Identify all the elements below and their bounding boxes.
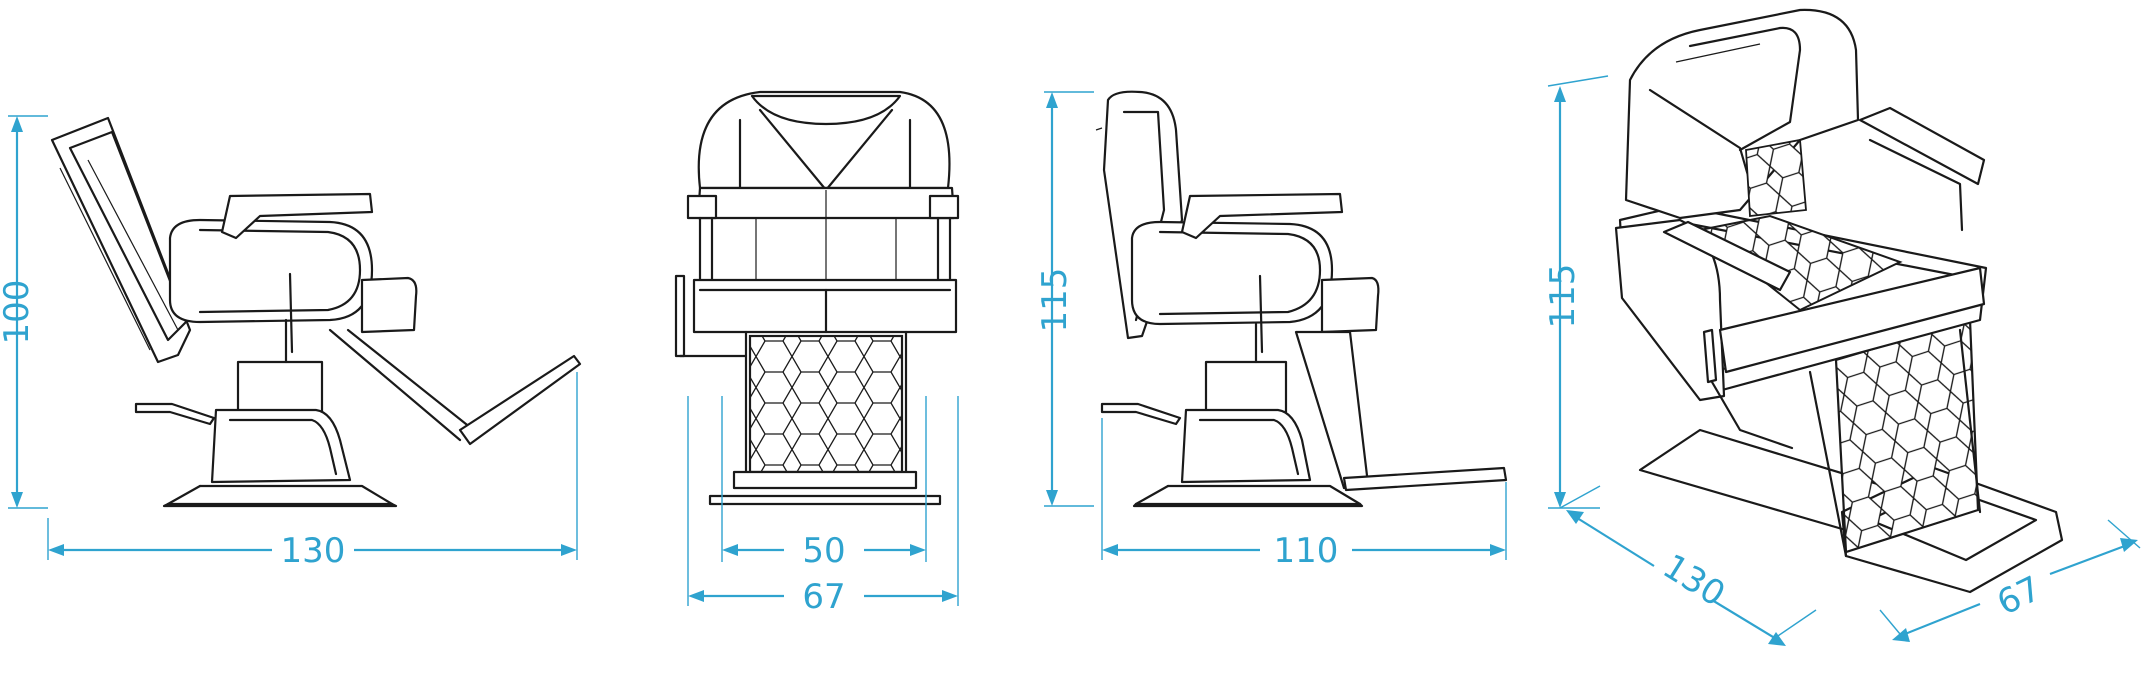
chair-upright-drawing [1095, 90, 1508, 508]
length-label: 130 [281, 531, 346, 571]
side-length-label: 110 [1274, 531, 1339, 571]
iso-height-label: 115 [1543, 264, 1583, 329]
view-isometric: 115 130 67 [1543, 8, 2141, 646]
view-side-upright: 115 110 [1035, 90, 1508, 571]
dimension-inner-width-50: 50 [721, 396, 927, 571]
inner-width-label: 50 [802, 531, 845, 571]
dimension-height-115-side: 115 [1035, 91, 1094, 507]
dimension-outer-width-67: 67 [687, 396, 959, 617]
dimension-length-130: 130 [47, 372, 578, 571]
outer-width-label: 67 [802, 577, 845, 617]
dimension-length-110: 110 [1101, 418, 1507, 571]
dimension-height-115-iso: 115 [1543, 75, 1609, 509]
chair-front-drawing [674, 90, 960, 506]
chair-reclined-drawing [50, 116, 582, 508]
iso-width-label: 67 [1991, 569, 2047, 624]
dimension-height-100: 100 [0, 115, 48, 509]
chair-isometric-drawing [1614, 8, 2064, 594]
view-front: 50 67 [674, 90, 960, 617]
view-side-reclined: 100 130 [0, 115, 582, 571]
height-label: 100 [0, 280, 37, 345]
side-height-label: 115 [1035, 268, 1075, 333]
